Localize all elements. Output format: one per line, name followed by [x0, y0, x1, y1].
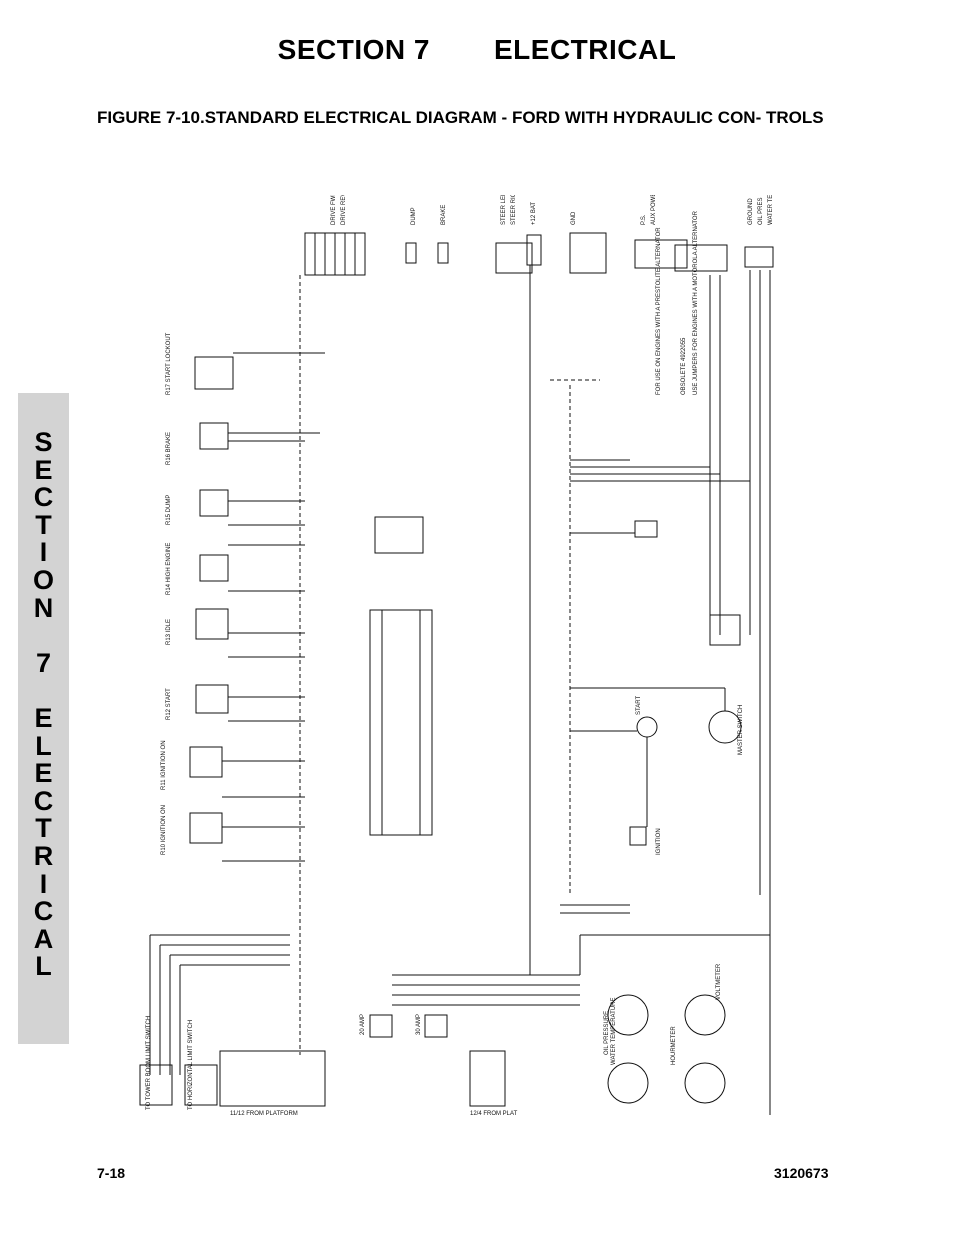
svg-text:R16 BRAKE: R16 BRAKE — [166, 432, 172, 465]
control-connector — [369, 609, 433, 836]
platform-connector-12-4 — [469, 1050, 506, 1107]
svg-text:30 AMP: 30 AMP — [416, 1014, 422, 1035]
side-tab-letter — [18, 677, 69, 705]
relay-r11 — [189, 746, 223, 778]
relay-block-right — [709, 614, 741, 646]
side-tab-letter: T — [35, 813, 52, 844]
svg-text:OBSOLETE 4922055: OBSOLETE 4922055 — [681, 337, 687, 395]
side-tab-letter: O — [32, 564, 54, 595]
side-tab-letter: I — [39, 537, 48, 568]
side-tab-letter: E — [34, 702, 53, 733]
hourmeter-gauge — [684, 1062, 726, 1104]
svg-text:DRIVE FWD: DRIVE FWD — [331, 195, 337, 225]
svg-text:TO TOWER BOOM LIMIT SWITCH: TO TOWER BOOM LIMIT SWITCH — [146, 1016, 152, 1110]
side-tab-letter: T — [35, 509, 52, 540]
side-tab-letter: L — [35, 951, 52, 982]
gauge-oil-pressure-top — [607, 994, 649, 1036]
relay-r12 — [195, 684, 229, 714]
side-tab-letter: 7 — [35, 647, 52, 678]
svg-text:HOURMETER: HOURMETER — [671, 1026, 677, 1065]
svg-text:MASTER SWITCH: MASTER SWITCH — [738, 705, 744, 755]
platform-connector-11-12 — [219, 1050, 326, 1107]
section-heading: SECTION 7 ELECTRICAL — [0, 34, 954, 66]
relay-r16 — [199, 422, 229, 450]
svg-text:FOR USE ON ENGINES WITH A PRES: FOR USE ON ENGINES WITH A PRESTOLITE ALT… — [656, 227, 662, 395]
side-tab-letter: C — [33, 785, 54, 816]
svg-text:DRIVE REV: DRIVE REV — [341, 195, 347, 225]
svg-text:20 AMP: 20 AMP — [360, 1014, 366, 1035]
svg-text:R14 HIGH ENGINE: R14 HIGH ENGINE — [166, 543, 172, 595]
svg-text:OIL PRESSURE: OIL PRESSURE — [604, 1011, 610, 1055]
svg-text:BRAKE: BRAKE — [441, 205, 447, 225]
svg-text:R13 IDLE: R13 IDLE — [166, 619, 172, 645]
relay-label: R17 START LOCKOUT — [166, 332, 172, 395]
wiring-schematic: R17 START LOCKOUT R16 BRAKE R15 DUMP R14… — [139, 184, 774, 1117]
side-tab-letter: E — [34, 454, 53, 485]
start-switch — [636, 716, 658, 738]
svg-text:AUX POWER: AUX POWER — [651, 195, 657, 225]
svg-text:DUMP: DUMP — [411, 207, 417, 225]
svg-text:R10 IGNITION ON: R10 IGNITION ON — [161, 805, 167, 855]
svg-text:WATER TEMPERATURE: WATER TEMPERATURE — [611, 998, 617, 1065]
svg-text:VOLTMETER: VOLTMETER — [716, 963, 722, 1000]
side-tab-letter: I — [39, 868, 48, 899]
side-tab-letter: C — [33, 896, 54, 927]
svg-text:OIL PRES: OIL PRES — [758, 198, 764, 225]
terminal-block — [374, 516, 424, 554]
svg-text:WATER TEMP: WATER TEMP — [768, 195, 774, 225]
svg-text:START: START — [636, 696, 642, 715]
svg-text:IGNITION: IGNITION — [656, 828, 662, 855]
svg-text:P.S.: P.S. — [641, 214, 647, 225]
page-number: 7-18 — [97, 1165, 126, 1181]
fuse-20amp — [369, 1014, 393, 1038]
section-number: SECTION 7 — [277, 34, 430, 65]
electrical-diagram: R17 START LOCKOUT R16 BRAKE R15 DUMP R14… — [130, 184, 790, 1120]
svg-text:GND: GND — [571, 211, 577, 225]
relay-r15 — [199, 489, 229, 517]
side-tab-letter: A — [33, 923, 54, 954]
svg-text:11/12 FROM PLATFORM: 11/12 FROM PLATFORM — [230, 1111, 298, 1117]
svg-text:R15 DUMP: R15 DUMP — [166, 495, 172, 525]
relay-r14 — [199, 554, 229, 582]
side-tab-letter: L — [35, 730, 52, 761]
relay-r10 — [189, 812, 223, 844]
svg-text:STEER LEFT: STEER LEFT — [501, 195, 507, 225]
side-tab-letter: E — [34, 758, 53, 789]
side-tab-letter: N — [33, 592, 54, 623]
aux-pump-relay — [634, 520, 658, 538]
svg-text:+12 BAT: +12 BAT — [531, 202, 537, 225]
tower-limit-connector — [139, 1064, 173, 1106]
document-number: 3120673 — [774, 1165, 829, 1181]
figure-title: FIGURE 7-10.STANDARD ELECTRICAL DIAGRAM … — [97, 108, 824, 127]
relay-r17 — [194, 356, 234, 390]
horizontal-limit-connector — [184, 1064, 218, 1106]
svg-text:USE JUMPERS FOR ENGINES WITH A: USE JUMPERS FOR ENGINES WITH A MOTOROLA … — [693, 210, 699, 395]
relay-r13 — [195, 608, 229, 640]
svg-text:R12 START: R12 START — [166, 688, 172, 720]
side-tab-letter: S — [34, 427, 53, 457]
fuse-30amp — [424, 1014, 448, 1038]
side-tab-letter: C — [33, 482, 54, 513]
oil-pressure-gauge — [607, 1062, 649, 1104]
svg-text:GROUND: GROUND — [748, 198, 754, 225]
svg-text:TO HORIZONTAL LIMIT SWITCH: TO HORIZONTAL LIMIT SWITCH — [188, 1020, 194, 1110]
svg-text:12/4 FROM PLAT: 12/4 FROM PLAT — [470, 1111, 518, 1117]
svg-text:R11 IGNITION ON: R11 IGNITION ON — [161, 740, 167, 790]
side-tab-letter — [18, 622, 69, 650]
side-tab-letter: R — [33, 840, 54, 871]
section-name: ELECTRICAL — [493, 34, 677, 65]
svg-text:STEER RIGHT: STEER RIGHT — [511, 195, 517, 225]
ignition-switch — [629, 826, 647, 846]
voltmeter-gauge — [684, 994, 726, 1036]
master-switch — [708, 710, 742, 744]
